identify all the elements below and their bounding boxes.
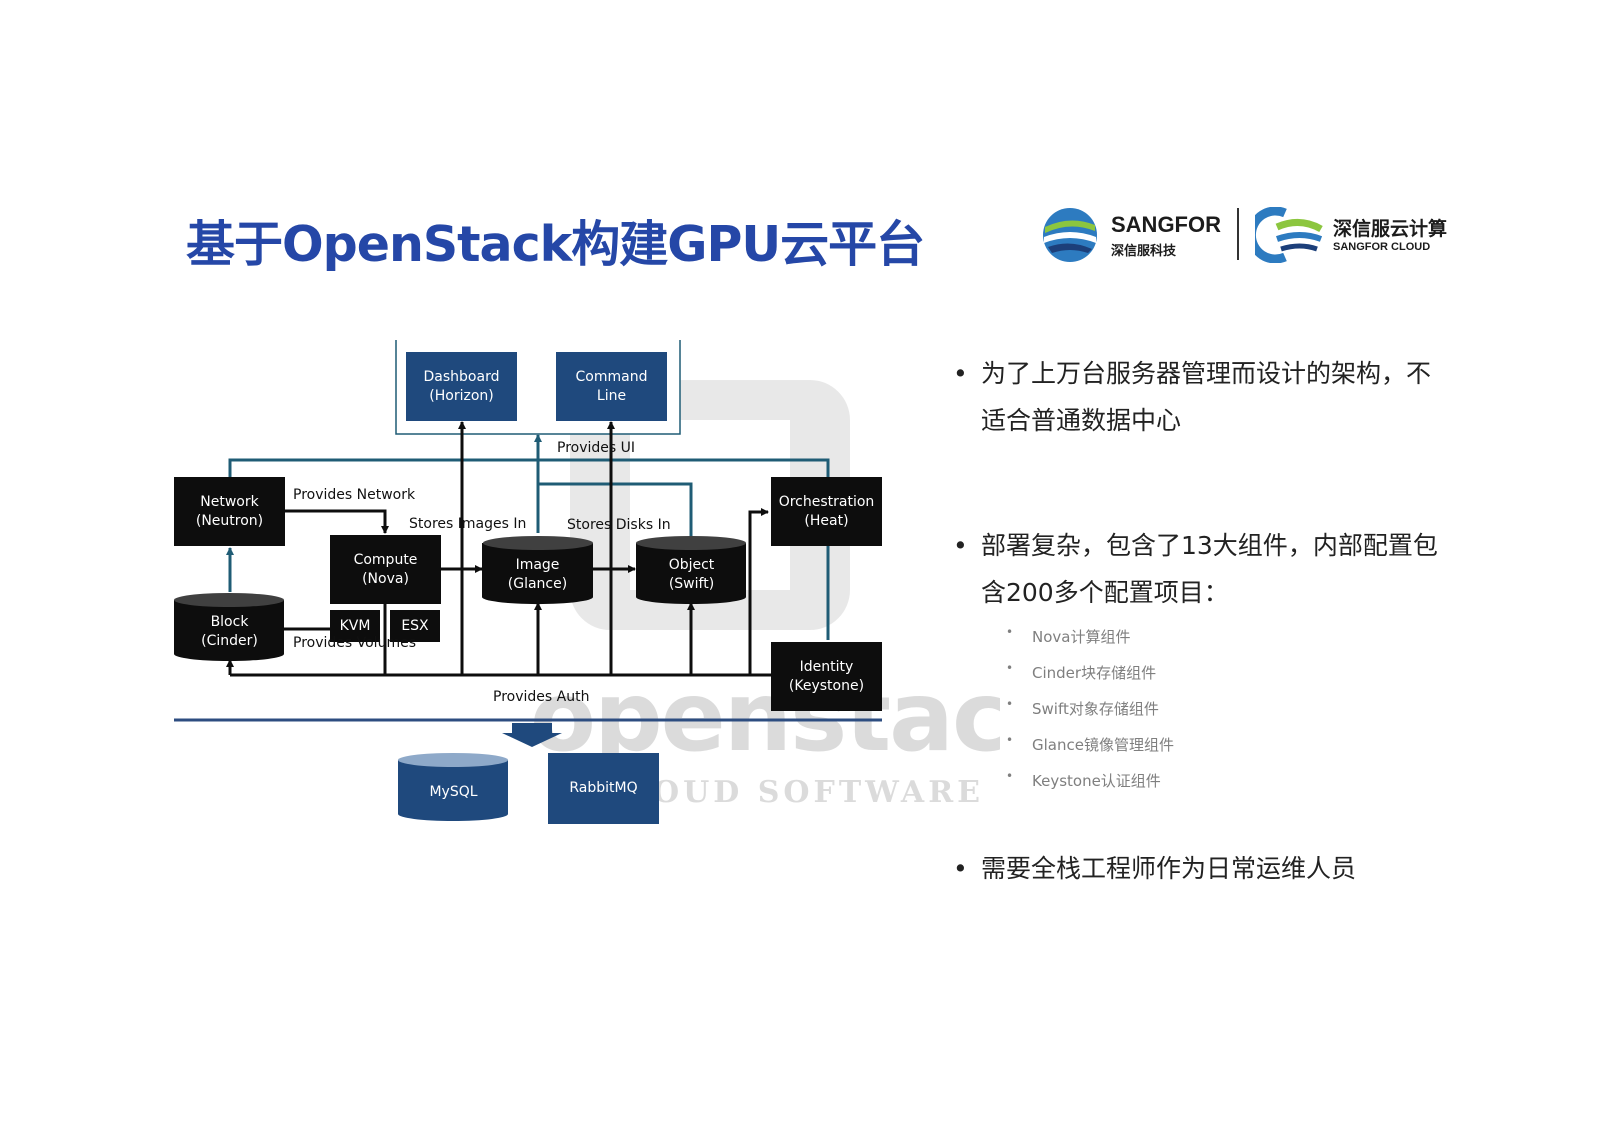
- bullet-item-2: • 部署复杂，包含了13大组件，内部配置包含200多个配置项目：: [953, 522, 1441, 616]
- kvm-node: KVM: [330, 610, 380, 642]
- logo-divider: [1237, 208, 1239, 260]
- sub-bullet-dot: •: [1006, 733, 1014, 747]
- image-glance-node: Image (Glance): [507, 557, 568, 592]
- sangfor-cn: 深信服科技: [1111, 244, 1177, 259]
- watermark-sub: CLOUD SOFTWARE: [600, 775, 984, 810]
- openstack-architecture-diagram: openstack CLOUD SOFTWARE: [170, 340, 1000, 840]
- sub-bullet-cinder: • Cinder块存储组件: [1006, 661, 1157, 683]
- rabbitmq-node: RabbitMQ: [548, 753, 659, 824]
- block-cinder-node: Block (Cinder): [201, 614, 258, 649]
- label-provides-network: Provides Network: [293, 487, 416, 503]
- bullet-item-3: • 需要全栈工程师作为日常运维人员: [953, 845, 1501, 892]
- sub-bullet-glance: • Glance镜像管理组件: [1006, 733, 1174, 755]
- down-arrow: [502, 723, 562, 747]
- bullet-dot: •: [953, 854, 968, 883]
- cloud-cn: 深信服云计算: [1333, 218, 1448, 240]
- sub-bullet-dot: •: [1006, 661, 1014, 675]
- sub-bullet-dot: •: [1006, 697, 1014, 711]
- sangfor-globe-logo: [1043, 208, 1097, 262]
- sangfor-name: SANGFOR: [1111, 212, 1221, 237]
- mysql-node: MySQL: [429, 783, 478, 800]
- bullet-dot: •: [953, 531, 968, 560]
- sangfor-cloud-logo: [1255, 207, 1323, 263]
- sub-bullet-text: Cinder块存储组件: [1032, 664, 1157, 682]
- label-provides-volumes: Provides Volumes: [293, 635, 416, 651]
- bullet-text-1: 为了上万台服务器管理而设计的架构，不适合普通数据中心: [981, 359, 1432, 435]
- compute-nova-node: Compute (Nova): [330, 535, 441, 604]
- sub-bullet-text: Glance镜像管理组件: [1032, 736, 1174, 754]
- object-swift-node: Object (Swift): [668, 557, 715, 592]
- bullet-text-2: 部署复杂，包含了13大组件，内部配置包含200多个配置项目：: [981, 531, 1438, 607]
- label-stores-disks: Stores Disks In: [567, 517, 671, 533]
- label-provides-ui: Provides UI: [557, 440, 636, 456]
- identity-keystone-node: Identity (Keystone): [771, 642, 882, 711]
- sub-bullet-text: Keystone认证组件: [1032, 772, 1161, 790]
- bullet-dot: •: [953, 359, 968, 388]
- sub-bullet-nova: • Nova计算组件: [1006, 625, 1131, 647]
- sub-bullet-text: Nova计算组件: [1032, 628, 1131, 646]
- slide-title: 基于OpenStack构建GPU云平台: [186, 216, 925, 273]
- label-stores-images: Stores Images In: [409, 516, 527, 532]
- network-neutron-node: Network (Neutron): [174, 477, 285, 546]
- command-line-node: Command Line: [556, 352, 667, 421]
- bullet-text-3: 需要全栈工程师作为日常运维人员: [981, 854, 1357, 883]
- cylinder-shapes: [174, 536, 746, 821]
- sub-bullet-text: Swift对象存储组件: [1032, 700, 1159, 718]
- esx-node: ESX: [390, 610, 440, 642]
- sub-bullet-keystone: • Keystone认证组件: [1006, 769, 1161, 791]
- sub-bullet-dot: •: [1006, 769, 1014, 783]
- cloud-en: SANGFOR CLOUD: [1333, 241, 1431, 253]
- logo-area: SANGFOR 深信服科技 深信服云计算 SANGFOR CLOUD: [1040, 205, 1460, 275]
- orchestration-heat-node: Orchestration (Heat): [771, 477, 882, 546]
- bullet-item-1: • 为了上万台服务器管理而设计的架构，不适合普通数据中心: [953, 350, 1441, 444]
- sub-bullet-swift: • Swift对象存储组件: [1006, 697, 1159, 719]
- dashboard-horizon-node: Dashboard (Horizon): [406, 352, 517, 421]
- sub-bullet-dot: •: [1006, 625, 1014, 639]
- label-provides-auth: Provides Auth: [493, 689, 590, 705]
